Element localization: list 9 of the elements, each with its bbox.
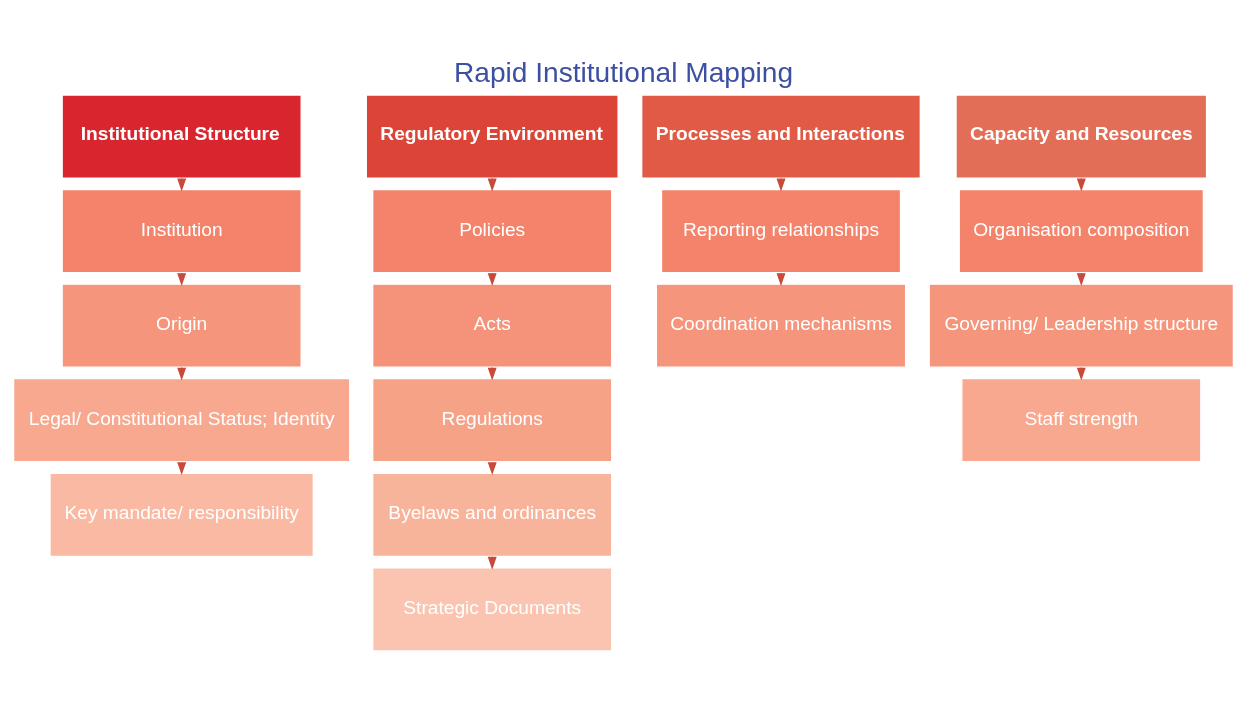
node-box: Strategic Documents bbox=[372, 567, 613, 652]
arrow bbox=[487, 177, 497, 192]
node-box: Key mandate/ responsibility bbox=[49, 472, 314, 557]
arrow bbox=[776, 177, 786, 192]
arrow bbox=[1076, 177, 1086, 192]
arrow bbox=[177, 177, 187, 192]
node-box: Coordination mechanisms bbox=[655, 283, 907, 368]
node-box: Staff strength bbox=[961, 378, 1202, 463]
diagram-title: Rapid Institutional Mapping bbox=[453, 56, 794, 88]
